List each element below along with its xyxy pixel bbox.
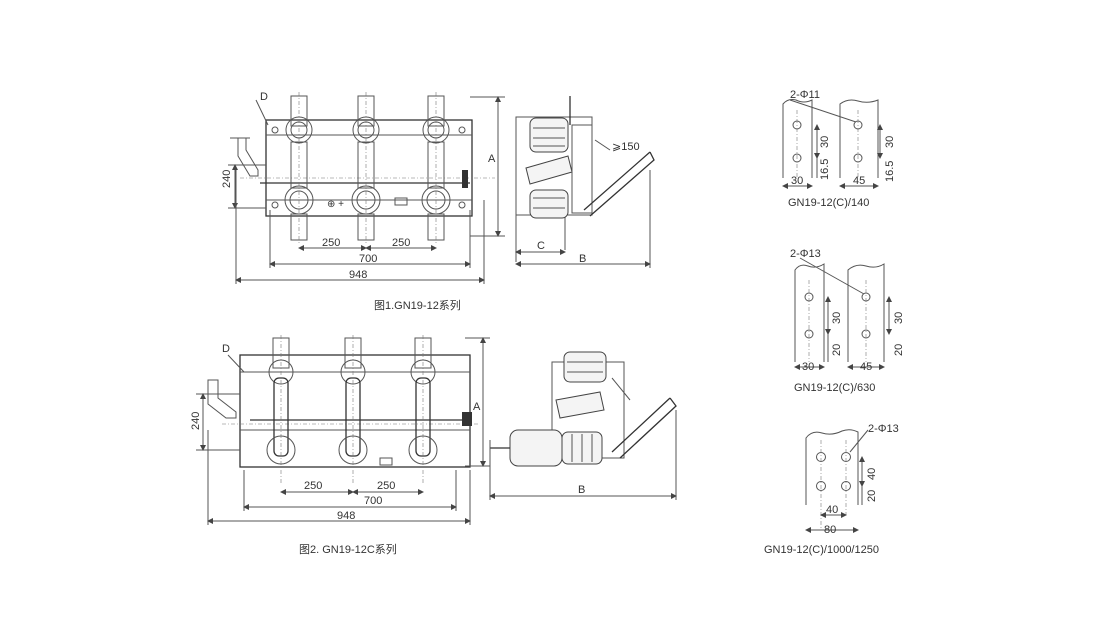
figure1-side-view: ⩾150 C B [515,96,655,268]
fig1-label-a: A [488,153,496,165]
terminal1-w2: 45 [853,175,865,187]
fig1-label-c: C [537,240,545,252]
terminal-630: 2-Φ13 30 20 30 20 30 45 GN19-12(C)/630 [790,248,905,394]
terminal1-w1: 30 [791,175,803,187]
fig1-label-clearance: ⩾150 [612,141,640,153]
terminal1-d4: 16.5 [884,161,896,182]
terminal1-d1: 30 [819,136,831,148]
terminal3-holes: 2-Φ13 [868,423,899,435]
figure1-caption: 图1.GN19-12系列 [374,298,461,312]
pole-2 [351,92,381,245]
insulator-2-middle [555,391,605,419]
insulator-middle [525,155,573,185]
fig2-label-b: B [578,484,585,496]
figure2-caption: 图2. GN19-12C系列 [299,542,397,556]
pole-2-2 [338,335,368,485]
svg-text:⊕ +: ⊕ + [327,199,344,210]
fig1-dim-overall: 948 [349,269,367,281]
terminal3-caption: GN19-12(C)/1000/1250 [764,544,879,556]
fig1-dim-height: 240 [221,170,233,188]
pole-1 [284,92,314,245]
fig1-dim-pitch-right: 250 [392,237,410,249]
fig1-label-d: D [260,91,268,103]
insulator-2-upper [563,351,607,383]
terminal3-w1: 40 [826,504,838,516]
figure2-side-view: B [489,351,677,500]
pole-2-1 [266,335,296,485]
insulator-upper [529,117,569,153]
fig2-dim-pitch-right: 250 [377,480,395,492]
terminal-140: 2-Φ11 30 16.5 30 16.5 30 45 GN19-12(C)/1… [782,89,896,209]
fig2-dim-inner: 700 [364,495,382,507]
terminal-1000-1250: 2-Φ13 40 20 40 80 GN19-12(C)/1000/1250 [764,423,899,556]
terminal1-d3: 30 [884,136,896,148]
terminal3-d2: 20 [866,490,878,502]
pole-3 [421,92,451,245]
fig2-label-a: A [473,401,481,413]
terminal2-d1: 30 [831,312,843,324]
fig2-label-d: D [222,343,230,355]
terminal1-holes: 2-Φ11 [790,89,820,101]
terminal3-w2: 80 [824,524,836,536]
terminal1-d2: 16.5 [819,159,831,180]
fig2-dim-height: 240 [190,412,202,430]
figure2-front-view: D 240 A 250 250 700 948 [190,335,490,525]
terminal3-d1: 40 [866,468,878,480]
figure1-front-view: ⊕ + D 240 A 250 250 700 948 [221,91,505,284]
pole-2-3 [408,335,438,485]
insulator-lower [529,189,569,219]
insulator-2-horizontal [509,429,603,467]
terminal2-caption: GN19-12(C)/630 [794,382,875,394]
terminal2-holes: 2-Φ13 [790,248,821,260]
terminal2-d3: 30 [893,312,905,324]
fig2-dim-overall: 948 [337,510,355,522]
terminal2-d4: 20 [893,344,905,356]
fig1-dim-inner: 700 [359,253,377,265]
fig2-dim-pitch-left: 250 [304,480,322,492]
terminal2-w2: 45 [860,361,872,373]
terminal2-d2: 20 [831,344,843,356]
fig1-label-b: B [579,253,586,265]
fig1-dim-pitch-left: 250 [322,237,340,249]
terminal2-w1: 30 [802,361,814,373]
terminal1-caption: GN19-12(C)/140 [788,197,869,209]
